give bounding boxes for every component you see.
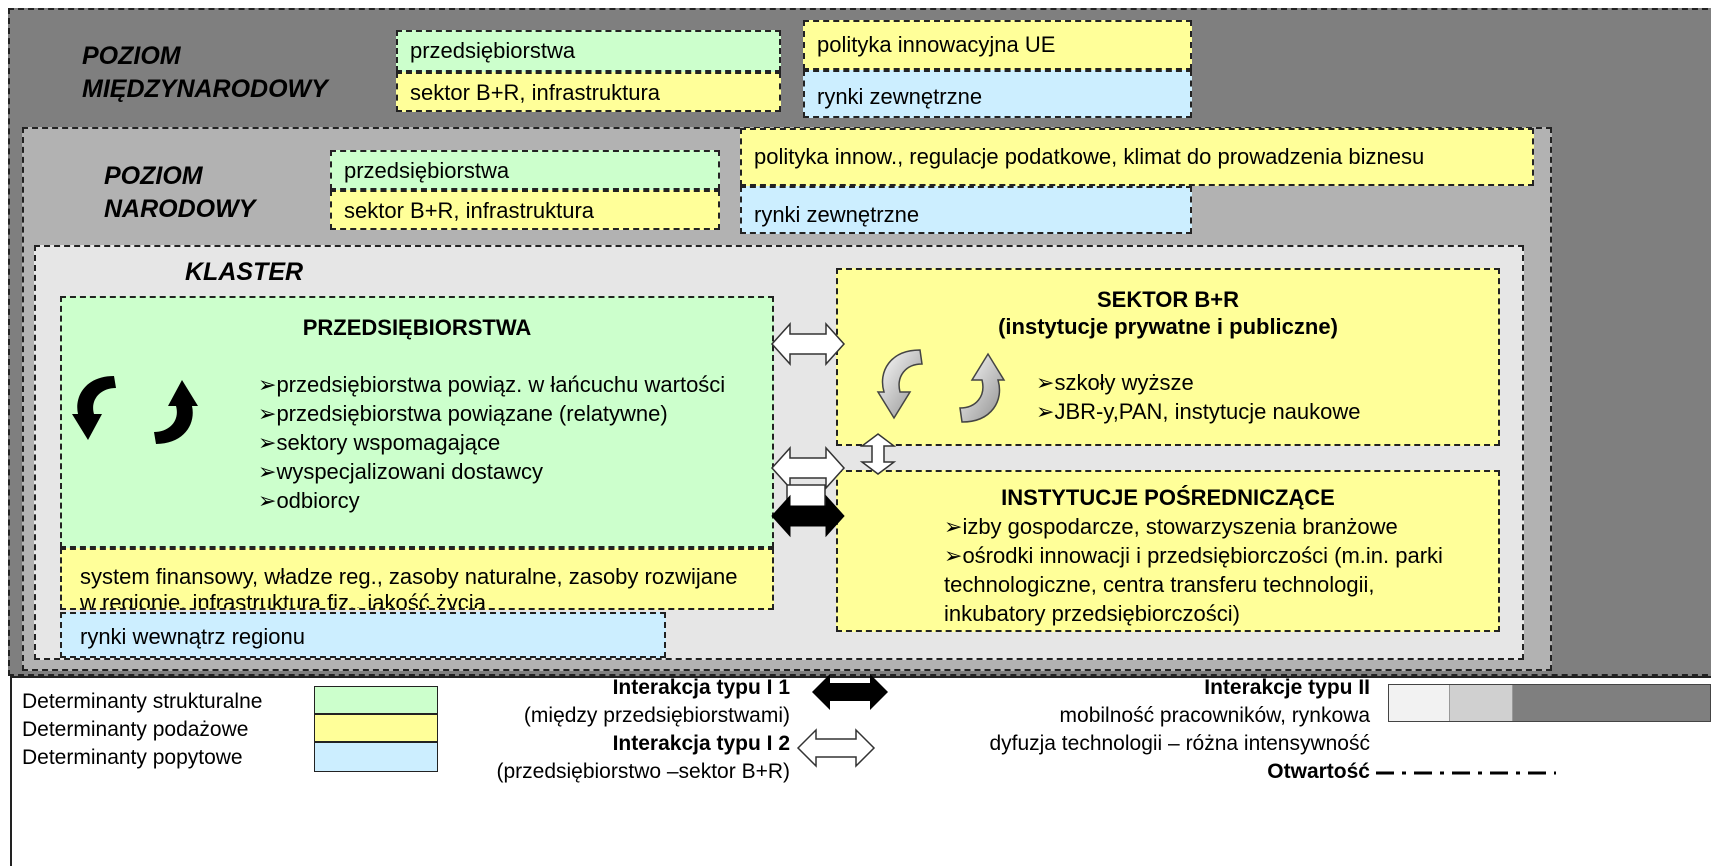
legend-intensity-scale [1388, 684, 1711, 722]
legend-type1-desc: (między przedsiębiorstwami) [523, 704, 790, 727]
regional-supply-box: system finansowy, władze reg., zasoby na… [60, 548, 774, 610]
national-level-title: POZIOM NARODOWY [104, 160, 255, 226]
legend-type2-arrow-icon [796, 728, 876, 768]
legend-openness-label: Otwartość [1267, 760, 1370, 783]
rd-sector-title-line1: SEKTOR B+R [1096, 287, 1239, 312]
regional-demand-label: rynki wewnątrz regionu [80, 624, 305, 649]
intermediaries-title: INSTYTUCJE POŚREDNICZĄCE [1001, 485, 1335, 510]
rd-sector-list: szkoły wyższe JBR-y,PAN, instytucje nauk… [1036, 368, 1476, 426]
national-enterprises-box: przedsiębiorstwa [330, 150, 720, 190]
list-item: wyspecjalizowani dostawcy [258, 457, 768, 486]
list-item: przedsiębiorstwa powiązane (relatywne) [258, 399, 768, 428]
legend-demand-label: Determinanty popytowe [22, 746, 243, 769]
legend-type2-desc: (przedsiębiorstwo –sektor B+R) [496, 760, 790, 783]
legend-openness-line-icon [1376, 771, 1556, 775]
international-market-box: rynki zewnętrzne [803, 70, 1192, 118]
legend-type3-desc-line1: mobilność pracowników, rynkowa [1059, 704, 1370, 727]
national-policy-box: polityka innow., regulacje podatkowe, kl… [740, 128, 1534, 186]
interaction-type-i1-arrow [771, 494, 845, 538]
rd-sector-title: SEKTOR B+R (instytucje prywatne i public… [836, 286, 1500, 340]
international-title-line1: POZIOM [82, 42, 181, 70]
international-policy-box: polityka innowacyjna UE [803, 20, 1192, 70]
legend-type3-title: Interakcje typu II [1204, 676, 1370, 699]
list-item: szkoły wyższe [1036, 368, 1476, 397]
enterprises-title: PRZEDSIĘBIORSTWA [302, 315, 532, 340]
legend-type1-arrow-icon [812, 674, 888, 710]
interaction-type-i2-arrow-upper [770, 322, 846, 366]
list-item: sektory wspomagające [258, 428, 768, 457]
legend-type1-title: Interakcja typu I 1 [612, 676, 790, 699]
national-policy-label: polityka innow., regulacje podatkowe, kl… [754, 144, 1425, 169]
international-rd-label: sektor B+R, infrastruktura [410, 80, 661, 105]
legend-supply-swatch [314, 714, 438, 742]
national-market-box: rynki zewnętrzne [740, 186, 1192, 234]
legend-structural-label: Determinanty strukturalne [22, 690, 263, 713]
national-rd-box: sektor B+R, infrastruktura [330, 190, 720, 230]
national-title-line1: POZIOM [104, 162, 203, 190]
legend-demand-swatch [314, 742, 438, 772]
legend-structural-swatch [314, 686, 438, 714]
cycle-arrows-outline-icon [876, 349, 1006, 423]
legend-openness: Otwartość [1120, 758, 1370, 786]
international-level-title: POZIOM MIĘDZYNARODOWY [82, 40, 328, 106]
intensity-mid-swatch [1450, 685, 1513, 721]
cluster-title: KLASTER [185, 258, 304, 286]
national-market-label: rynki zewnętrzne [754, 202, 920, 227]
international-rd-box: sektor B+R, infrastruktura [396, 72, 781, 112]
list-item: odbiorcy [258, 486, 768, 515]
list-item: JBR-y,PAN, instytucje naukowe [1036, 397, 1476, 426]
interaction-type-i2-arrow-vertical [859, 433, 897, 475]
legend-supply-label: Determinanty podażowe [22, 718, 249, 741]
legend-interaction-type-i1: Interakcja typu I 1 (między przedsiębior… [440, 674, 790, 730]
list-item: izby gospodarcze, stowarzyszenia branżow… [944, 512, 1464, 541]
legend-determinants: Determinanty strukturalne Determinanty p… [22, 688, 262, 772]
intensity-low-swatch [1389, 685, 1450, 721]
interaction-type-i2-arrow-lower [770, 446, 846, 490]
regional-demand-box: rynki wewnątrz regionu [60, 612, 666, 658]
rd-sector-title-line2: (instytucje prywatne i publiczne) [998, 314, 1338, 339]
national-title-line2: NARODOWY [104, 195, 256, 223]
legend-interaction-type-ii: Interakcje typu II mobilność pracowników… [880, 674, 1370, 758]
legend-type3-desc-line2: dyfuzja technologii – różna intensywność [989, 732, 1370, 755]
international-market-label: rynki zewnętrzne [817, 84, 983, 109]
list-item: przedsiębiorstwa powiąz. w łańcuchu wart… [258, 370, 768, 399]
international-enterprises-box: przedsiębiorstwa [396, 30, 781, 72]
international-title-line2: MIĘDZYNARODOWY [82, 75, 328, 103]
legend-interaction-type-i2: Interakcja typu I 2 (przedsiębiorstwo –s… [440, 730, 790, 786]
legend-type2-title: Interakcja typu I 2 [612, 732, 790, 755]
national-rd-label: sektor B+R, infrastruktura [344, 198, 595, 223]
regional-supply-label: system finansowy, władze reg., zasoby na… [80, 564, 738, 610]
national-enterprises-label: przedsiębiorstwa [344, 158, 510, 183]
cycle-arrows-icon [72, 376, 198, 444]
list-item: ośrodki innowacji i przedsiębiorczości (… [944, 541, 1464, 628]
intensity-high-swatch [1513, 685, 1710, 721]
intermediaries-list: izby gospodarcze, stowarzyszenia branżow… [944, 512, 1464, 628]
international-enterprises-label: przedsiębiorstwa [410, 38, 576, 63]
enterprises-list: przedsiębiorstwa powiąz. w łańcuchu wart… [258, 370, 768, 515]
international-policy-label: polityka innowacyjna UE [817, 32, 1056, 57]
